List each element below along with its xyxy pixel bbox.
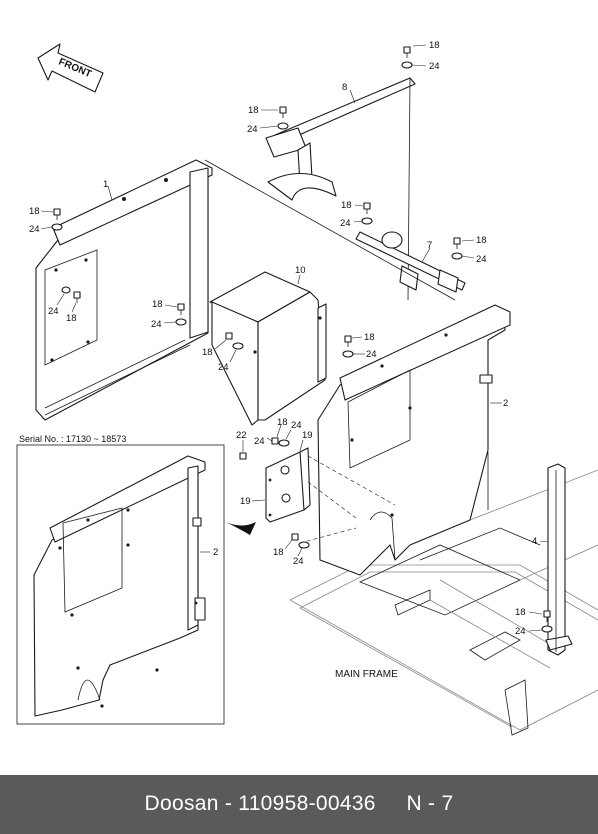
washer-24l-icon bbox=[541, 625, 553, 633]
bolt-18a-icon bbox=[403, 46, 411, 58]
part-7-bar bbox=[355, 231, 466, 293]
bolt-18c-icon bbox=[363, 202, 371, 214]
bolt-18l-icon bbox=[543, 610, 551, 622]
main-frame-label: MAIN FRAME bbox=[335, 669, 398, 680]
callout-1: 1 bbox=[103, 179, 108, 190]
callout-18: 18 bbox=[341, 200, 352, 211]
callout-24: 24 bbox=[254, 436, 265, 447]
callout-24: 24 bbox=[340, 218, 351, 229]
callout-24: 24 bbox=[218, 362, 229, 373]
bolt-18d-icon bbox=[453, 237, 461, 249]
callout-18: 18 bbox=[248, 105, 259, 116]
washer-24a-icon bbox=[401, 61, 413, 69]
washer-24i-icon bbox=[232, 342, 244, 350]
callout-18: 18 bbox=[364, 332, 375, 343]
bolt-22-icon bbox=[239, 452, 247, 460]
callout-24: 24 bbox=[29, 224, 40, 235]
footer-bar: Doosan - 110958-00436 N - 7 bbox=[0, 775, 598, 834]
callout-18: 18 bbox=[277, 417, 288, 428]
front-direction-arrow: FRONT bbox=[37, 43, 104, 93]
bolt-18h-icon bbox=[344, 335, 352, 347]
callout-10: 10 bbox=[295, 265, 306, 276]
bolt-18k-icon bbox=[291, 533, 299, 541]
callout-8: 8 bbox=[342, 82, 347, 93]
callout-numbers: 18 24 8 18 24 1 18 24 18 24 7 18 24 10 2… bbox=[29, 40, 537, 637]
callout-24: 24 bbox=[366, 349, 377, 360]
washer-24f-icon bbox=[61, 286, 71, 294]
callout-18: 18 bbox=[29, 206, 40, 217]
bolt-18i-icon bbox=[225, 332, 233, 340]
part-4-rod bbox=[545, 463, 573, 656]
part-10-cover bbox=[209, 271, 327, 426]
callout-18: 18 bbox=[429, 40, 440, 51]
part-1-panel bbox=[35, 159, 456, 421]
washer-24b-icon bbox=[277, 122, 289, 130]
part-2-panel bbox=[317, 304, 511, 576]
washer-24c-icon bbox=[361, 217, 373, 225]
washer-24g-icon bbox=[175, 318, 187, 326]
serial-inset bbox=[16, 444, 256, 725]
install-dashed-lines bbox=[299, 455, 396, 544]
callout-24: 24 bbox=[247, 124, 258, 135]
callout-4: 4 bbox=[532, 536, 537, 547]
callout-18: 18 bbox=[476, 235, 487, 246]
exploded-parts-diagram: FRONT MAIN FRAME bbox=[16, 40, 598, 736]
callout-22: 22 bbox=[236, 430, 247, 441]
callout-24: 24 bbox=[291, 420, 302, 431]
callout-24: 24 bbox=[515, 626, 526, 637]
callout-19: 19 bbox=[302, 430, 313, 441]
callout-24: 24 bbox=[48, 306, 59, 317]
serial-number-label: Serial No. : 17130 ~ 18573 bbox=[19, 434, 126, 444]
bolt-18b-icon bbox=[279, 106, 287, 118]
washer-24h-icon bbox=[342, 350, 354, 358]
washer-24k-icon bbox=[298, 541, 310, 549]
callout-24: 24 bbox=[476, 254, 487, 265]
callout-24: 24 bbox=[293, 556, 304, 567]
bolt-18f-icon bbox=[73, 291, 81, 303]
part-8-bracket bbox=[265, 77, 416, 301]
bolt-18j-icon bbox=[271, 437, 279, 445]
bolt-18e-icon bbox=[53, 208, 61, 220]
callout-18: 18 bbox=[152, 299, 163, 310]
washer-24j-icon bbox=[278, 439, 290, 447]
callout-18: 18 bbox=[202, 347, 213, 358]
callout-24: 24 bbox=[151, 319, 162, 330]
bolt-18g-icon bbox=[177, 303, 185, 315]
callout-18: 18 bbox=[515, 607, 526, 618]
part-19-plates bbox=[265, 447, 311, 523]
fastener-set bbox=[51, 46, 553, 633]
callout-7: 7 bbox=[427, 240, 432, 251]
washer-24d-icon bbox=[451, 252, 463, 260]
callout-2: 2 bbox=[213, 547, 218, 558]
callout-18: 18 bbox=[273, 547, 284, 558]
callout-19: 19 bbox=[240, 496, 251, 507]
washer-24e-icon bbox=[51, 223, 63, 231]
callout-2: 2 bbox=[503, 398, 508, 409]
footer-part-number: Doosan - 110958-00436 N - 7 bbox=[144, 792, 454, 815]
leader-lines bbox=[40, 44, 549, 632]
callout-18: 18 bbox=[66, 313, 77, 324]
callout-24: 24 bbox=[429, 61, 440, 72]
